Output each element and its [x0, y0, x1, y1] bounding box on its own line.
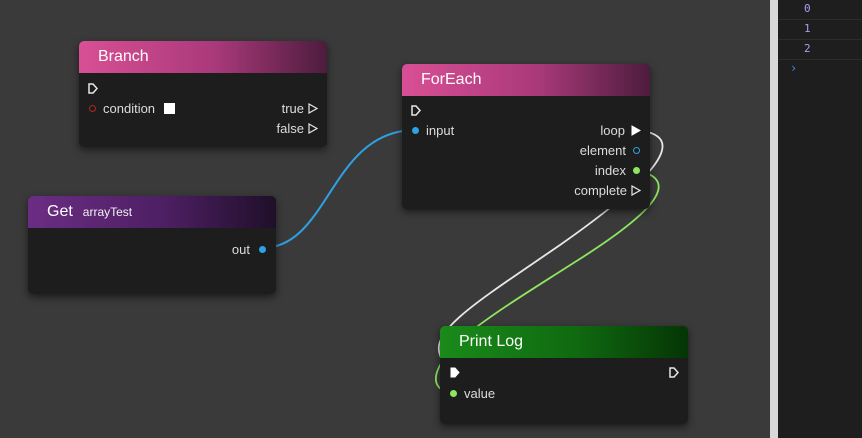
- exec-pin-icon: [411, 105, 421, 116]
- wire-out-to-input[interactable]: [261, 129, 417, 249]
- foreach-input-pin[interactable]: input: [412, 123, 454, 138]
- graph-canvas[interactable]: Branch condition true false Get: [0, 0, 770, 438]
- printlog-node-header[interactable]: Print Log: [440, 326, 688, 358]
- element-label: element: [579, 143, 626, 158]
- condition-checkbox[interactable]: [164, 103, 176, 114]
- wire-index-to-value[interactable]: [435, 169, 660, 394]
- foreach-index-pin[interactable]: index: [595, 163, 640, 178]
- exec-out-filled-icon: [631, 125, 641, 136]
- printlog-exec-in-pin[interactable]: [450, 367, 460, 378]
- console-prompt-icon[interactable]: ›: [790, 61, 798, 75]
- foreach-loop-pin[interactable]: loop: [600, 123, 641, 138]
- get-node-header[interactable]: Get arrayTest: [28, 196, 276, 228]
- printlog-node[interactable]: Print Log value: [440, 326, 688, 424]
- branch-node-title: Branch: [98, 48, 149, 65]
- out-label: out: [231, 242, 250, 257]
- branch-node-header[interactable]: Branch: [79, 41, 327, 73]
- branch-condition-pin[interactable]: condition: [89, 101, 176, 116]
- get-variable-name: arrayTest: [82, 205, 133, 219]
- foreach-exec-in-pin[interactable]: [411, 105, 421, 116]
- input-label: input: [426, 123, 455, 138]
- out-pin-icon: [259, 246, 266, 253]
- foreach-complete-pin[interactable]: complete: [574, 183, 641, 198]
- condition-pin-icon: [89, 105, 96, 112]
- foreach-node-title: ForEach: [421, 71, 482, 88]
- input-pin-icon: [412, 127, 419, 134]
- foreach-node-header[interactable]: ForEach: [402, 64, 650, 96]
- console-panel[interactable]: 0 1 2 ›: [778, 0, 862, 438]
- branch-true-pin[interactable]: true: [282, 101, 318, 116]
- true-label: true: [281, 101, 304, 116]
- console-line: 1: [778, 20, 862, 40]
- index-label: index: [594, 163, 626, 178]
- branch-false-pin[interactable]: false: [277, 121, 318, 136]
- panel-divider[interactable]: [770, 0, 778, 438]
- get-node-title: Get: [47, 203, 73, 220]
- exec-out-icon: [631, 185, 641, 196]
- printlog-value-pin[interactable]: value: [450, 386, 495, 401]
- console-line: 0: [778, 0, 862, 20]
- exec-out-icon: [308, 103, 318, 114]
- exec-pin-icon: [669, 367, 679, 378]
- complete-label: complete: [574, 183, 627, 198]
- condition-label: condition: [103, 101, 156, 116]
- console-line: 2: [778, 40, 862, 60]
- branch-exec-in-pin[interactable]: [88, 83, 98, 94]
- loop-label: loop: [600, 123, 625, 138]
- foreach-element-pin[interactable]: element: [580, 143, 640, 158]
- exec-out-icon: [308, 123, 318, 134]
- get-node[interactable]: Get arrayTest out: [28, 196, 276, 294]
- value-pin-icon: [450, 390, 457, 397]
- false-label: false: [276, 121, 304, 136]
- value-label: value: [464, 386, 496, 401]
- exec-pin-icon: [88, 83, 98, 94]
- printlog-exec-out-pin[interactable]: [669, 367, 679, 378]
- branch-node[interactable]: Branch condition true false: [79, 41, 327, 147]
- index-pin-icon: [633, 167, 640, 174]
- exec-pin-filled-icon: [450, 367, 460, 378]
- element-pin-icon: [633, 147, 640, 154]
- printlog-node-title: Print Log: [459, 333, 524, 350]
- foreach-node[interactable]: ForEach input loop element index complet…: [402, 64, 650, 209]
- get-out-pin[interactable]: out: [232, 242, 266, 257]
